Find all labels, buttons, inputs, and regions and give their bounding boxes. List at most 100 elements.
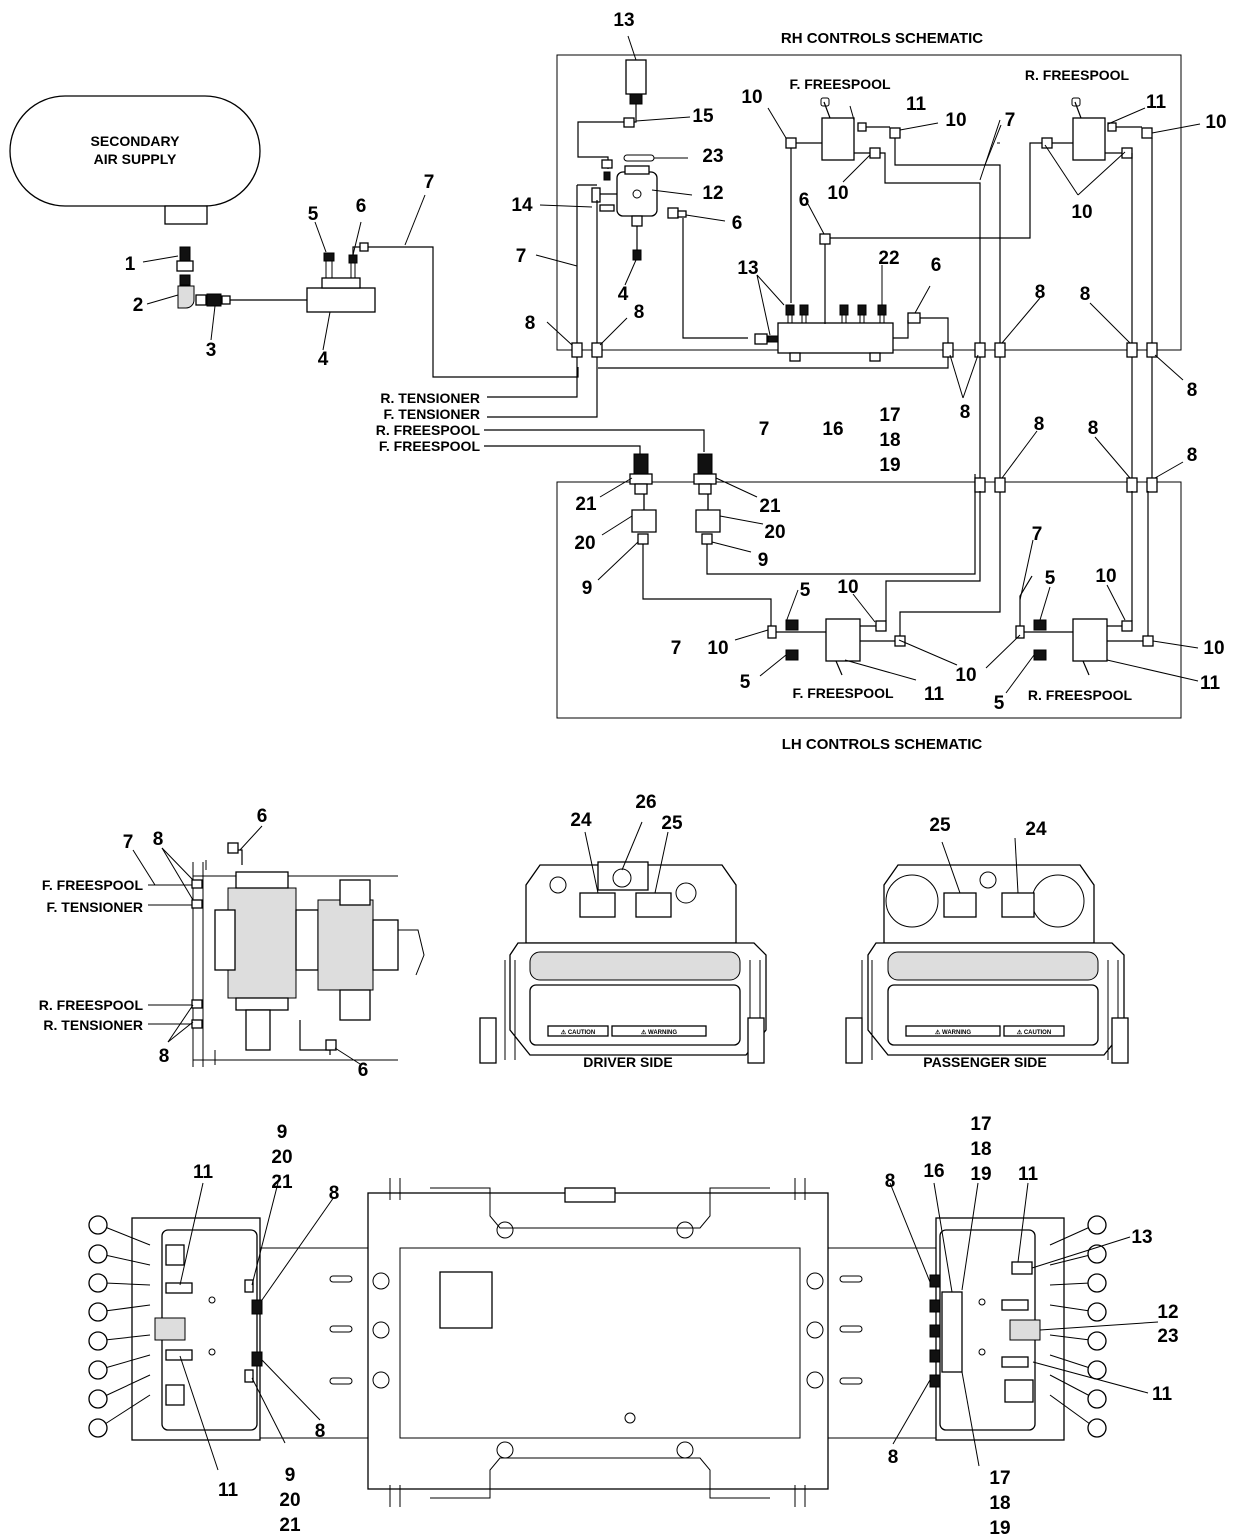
callout-13: 13	[1131, 1227, 1152, 1248]
callout-11: 11	[218, 1480, 239, 1501]
callout-5: 5	[740, 672, 751, 693]
callout-8: 8	[634, 302, 645, 323]
callout-25: 25	[929, 815, 951, 836]
callout-10: 10	[1203, 638, 1224, 659]
callout-1: 1	[125, 254, 136, 275]
callout-10: 10	[955, 665, 976, 686]
tensioner-side-view: F. FREESPOOL F. TENSIONER R. FREESPOOL R…	[39, 842, 425, 1067]
callout-8: 8	[1035, 282, 1046, 303]
callout-10: 10	[827, 183, 848, 204]
callout-18: 18	[989, 1493, 1010, 1514]
callout-20: 20	[574, 533, 595, 554]
bulkhead-unions-rh	[571, 342, 1158, 358]
callout-13: 13	[737, 258, 758, 279]
callout-8: 8	[525, 313, 536, 334]
callout-26: 26	[635, 792, 656, 813]
driver-side-caption: DRIVER SIDE	[583, 1054, 672, 1070]
callout-6: 6	[732, 213, 743, 234]
lh-r-freespool-label: R. FREESPOOL	[1028, 687, 1133, 703]
callout-22: 22	[878, 248, 899, 269]
callout-10: 10	[707, 638, 728, 659]
r-freespool-line-label: R. FREESPOOL	[376, 422, 481, 438]
callout-8: 8	[960, 402, 971, 423]
passenger-side-caption: PASSENGER SIDE	[923, 1054, 1046, 1070]
callout-5: 5	[800, 580, 811, 601]
callout-2: 2	[133, 295, 144, 316]
callout-10: 10	[741, 87, 762, 108]
callout-16: 16	[822, 419, 843, 440]
rh-f-freespool-label: F. FREESPOOL	[789, 76, 891, 92]
callout-8: 8	[888, 1447, 899, 1468]
callout-15: 15	[692, 106, 714, 127]
side-f-freespool-label: F. FREESPOOL	[42, 877, 144, 893]
callout-6: 6	[799, 190, 810, 211]
tank-label-line2: AIR SUPPLY	[94, 151, 177, 167]
passenger-caution-label: ⚠ CAUTION	[1017, 1029, 1051, 1036]
callout-6: 6	[257, 806, 268, 827]
callout-9: 9	[285, 1465, 296, 1486]
callout-7: 7	[424, 172, 435, 193]
callout-12: 12	[1157, 1302, 1178, 1323]
callout-11: 11	[1200, 673, 1221, 694]
callout-23: 23	[1157, 1326, 1178, 1347]
callout-10: 10	[1095, 566, 1116, 587]
callout-24: 24	[570, 810, 592, 831]
callout-21: 21	[271, 1172, 293, 1193]
callout-10: 10	[1205, 112, 1226, 133]
callout-6: 6	[358, 1060, 369, 1081]
driver-caution-label: ⚠ CAUTION	[561, 1029, 595, 1036]
callout-23: 23	[702, 146, 723, 167]
line-labels: R. TENSIONER F. TENSIONER R. FREESPOOL F…	[376, 390, 705, 454]
chassis-top-view	[250, 1178, 940, 1507]
side-f-tensioner-label: F. TENSIONER	[47, 899, 143, 915]
callout-9: 9	[758, 550, 769, 571]
callout-8: 8	[159, 1046, 170, 1067]
callout-5: 5	[994, 693, 1005, 714]
callout-25: 25	[661, 813, 683, 834]
callout-17: 17	[989, 1468, 1010, 1489]
rh-r-freespool-label: R. FREESPOOL	[1025, 67, 1130, 83]
callout-18: 18	[879, 430, 900, 451]
callout-16: 16	[923, 1161, 944, 1182]
rh-valve-labels: F. FREESPOOL R. FREESPOOL	[789, 67, 1129, 92]
callout-9: 9	[277, 1122, 288, 1143]
callout-14: 14	[511, 195, 533, 216]
f-freespool-line-label: F. FREESPOOL	[379, 438, 481, 454]
callout-8: 8	[885, 1171, 896, 1192]
callout-20: 20	[764, 522, 785, 543]
callout-4: 4	[618, 284, 629, 305]
rh-plumbing	[487, 59, 1153, 478]
callout-8: 8	[153, 829, 164, 850]
side-r-tensioner-label: R. TENSIONER	[43, 1017, 143, 1033]
callout-7: 7	[671, 638, 682, 659]
callout-13: 13	[613, 10, 634, 31]
callout-20: 20	[271, 1147, 292, 1168]
callout-21: 21	[759, 496, 781, 517]
callout-11: 11	[1152, 1384, 1173, 1405]
callout-11: 11	[1018, 1164, 1039, 1185]
callout-21: 21	[279, 1515, 301, 1536]
callout-19: 19	[970, 1164, 991, 1185]
callout-3: 3	[206, 340, 217, 361]
callout-7: 7	[1005, 110, 1016, 131]
regulator-4-left	[306, 242, 579, 378]
side-r-freespool-label: R. FREESPOOL	[39, 997, 144, 1013]
rh-schematic-title: RH CONTROLS SCHEMATIC	[781, 30, 983, 47]
lh-schematic-title: LH CONTROLS SCHEMATIC	[782, 736, 983, 753]
callout-5: 5	[1045, 568, 1056, 589]
callout-10: 10	[1071, 202, 1092, 223]
callout-20: 20	[279, 1490, 300, 1511]
callout-11: 11	[906, 94, 927, 115]
callout-11: 11	[924, 684, 945, 705]
callout-7: 7	[516, 246, 527, 267]
callout-6: 6	[931, 255, 942, 276]
callout-10: 10	[837, 577, 858, 598]
passenger-side-panel: ⚠ WARNING ⚠ CAUTION PASSENGER SIDE	[845, 864, 1129, 1070]
callout-6: 6	[356, 196, 367, 217]
callout-12: 12	[702, 183, 723, 204]
callout-8: 8	[1034, 414, 1045, 435]
callout-8: 8	[1187, 445, 1198, 466]
callout-11: 11	[193, 1162, 214, 1183]
